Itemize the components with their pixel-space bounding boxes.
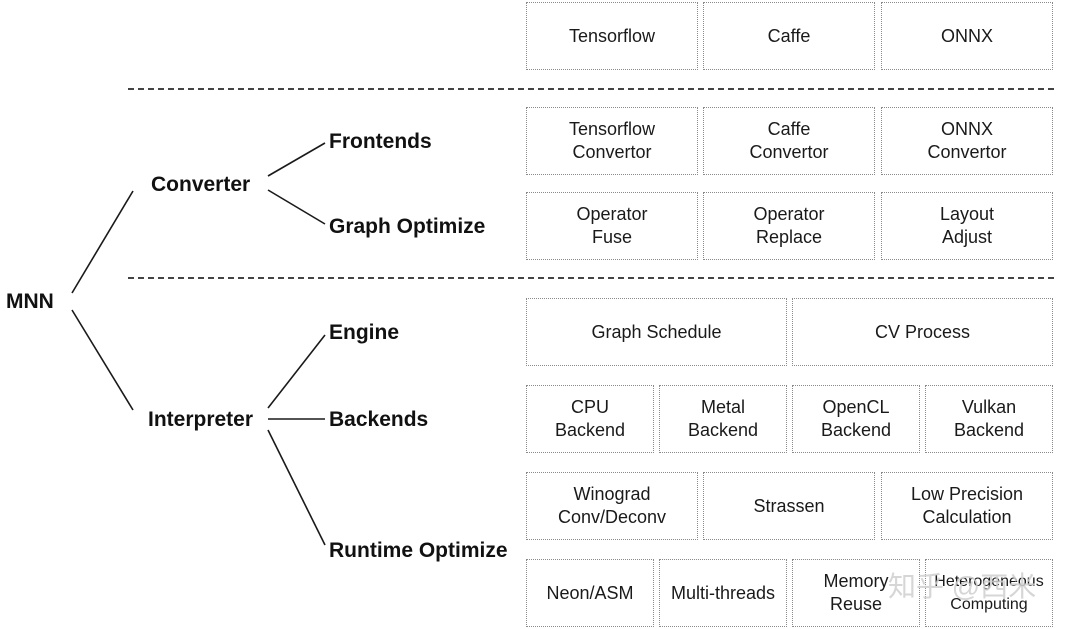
box-cv-process: CV Process bbox=[792, 298, 1053, 366]
separator-top bbox=[128, 88, 1054, 90]
edge-converter-graph-optimize bbox=[267, 189, 326, 225]
node-frontends: Frontends bbox=[329, 130, 432, 153]
box-metal-backend: Metal Backend bbox=[659, 385, 787, 453]
node-converter: Converter bbox=[151, 173, 251, 196]
node-runtime-optimize: Runtime Optimize bbox=[329, 539, 508, 562]
box-neon-asm: Neon/ASM bbox=[526, 559, 654, 627]
separator-middle bbox=[128, 277, 1054, 279]
edge-mnn-interpreter bbox=[71, 309, 134, 411]
box-tensorflow-convertor: Tensorflow Convertor bbox=[526, 107, 698, 175]
node-mnn: MNN bbox=[6, 290, 54, 313]
box-operator-replace: Operator Replace bbox=[703, 192, 875, 260]
box-opencl-backend: OpenCL Backend bbox=[792, 385, 920, 453]
box-heterogeneous-computing: Heterogeneous Computing bbox=[925, 559, 1053, 627]
box-cpu-backend: CPU Backend bbox=[526, 385, 654, 453]
box-graph-schedule: Graph Schedule bbox=[526, 298, 787, 366]
box-operator-fuse: Operator Fuse bbox=[526, 192, 698, 260]
node-graph-optimize: Graph Optimize bbox=[329, 215, 486, 238]
box-memory-reuse: Memory Reuse bbox=[792, 559, 920, 627]
node-engine: Engine bbox=[329, 321, 400, 344]
edge-mnn-converter bbox=[71, 190, 134, 294]
box-strassen: Strassen bbox=[703, 472, 875, 540]
edge-converter-frontends bbox=[267, 142, 326, 177]
box-source-tensorflow: Tensorflow bbox=[526, 2, 698, 70]
edge-interpreter-runtime-optimize bbox=[267, 429, 326, 546]
box-source-onnx: ONNX bbox=[881, 2, 1053, 70]
box-caffe-convertor: Caffe Convertor bbox=[703, 107, 875, 175]
box-winograd: Winograd Conv/Deconv bbox=[526, 472, 698, 540]
node-backends: Backends bbox=[329, 408, 429, 431]
watermark: 知乎 @西米 bbox=[888, 571, 1037, 602]
box-low-precision: Low Precision Calculation bbox=[881, 472, 1053, 540]
box-vulkan-backend: Vulkan Backend bbox=[925, 385, 1053, 453]
box-onnx-convertor: ONNX Convertor bbox=[881, 107, 1053, 175]
edge-interpreter-engine bbox=[267, 334, 326, 409]
box-layout-adjust: Layout Adjust bbox=[881, 192, 1053, 260]
box-source-caffe: Caffe bbox=[703, 2, 875, 70]
box-multi-threads: Multi-threads bbox=[659, 559, 787, 627]
node-interpreter: Interpreter bbox=[148, 408, 254, 431]
